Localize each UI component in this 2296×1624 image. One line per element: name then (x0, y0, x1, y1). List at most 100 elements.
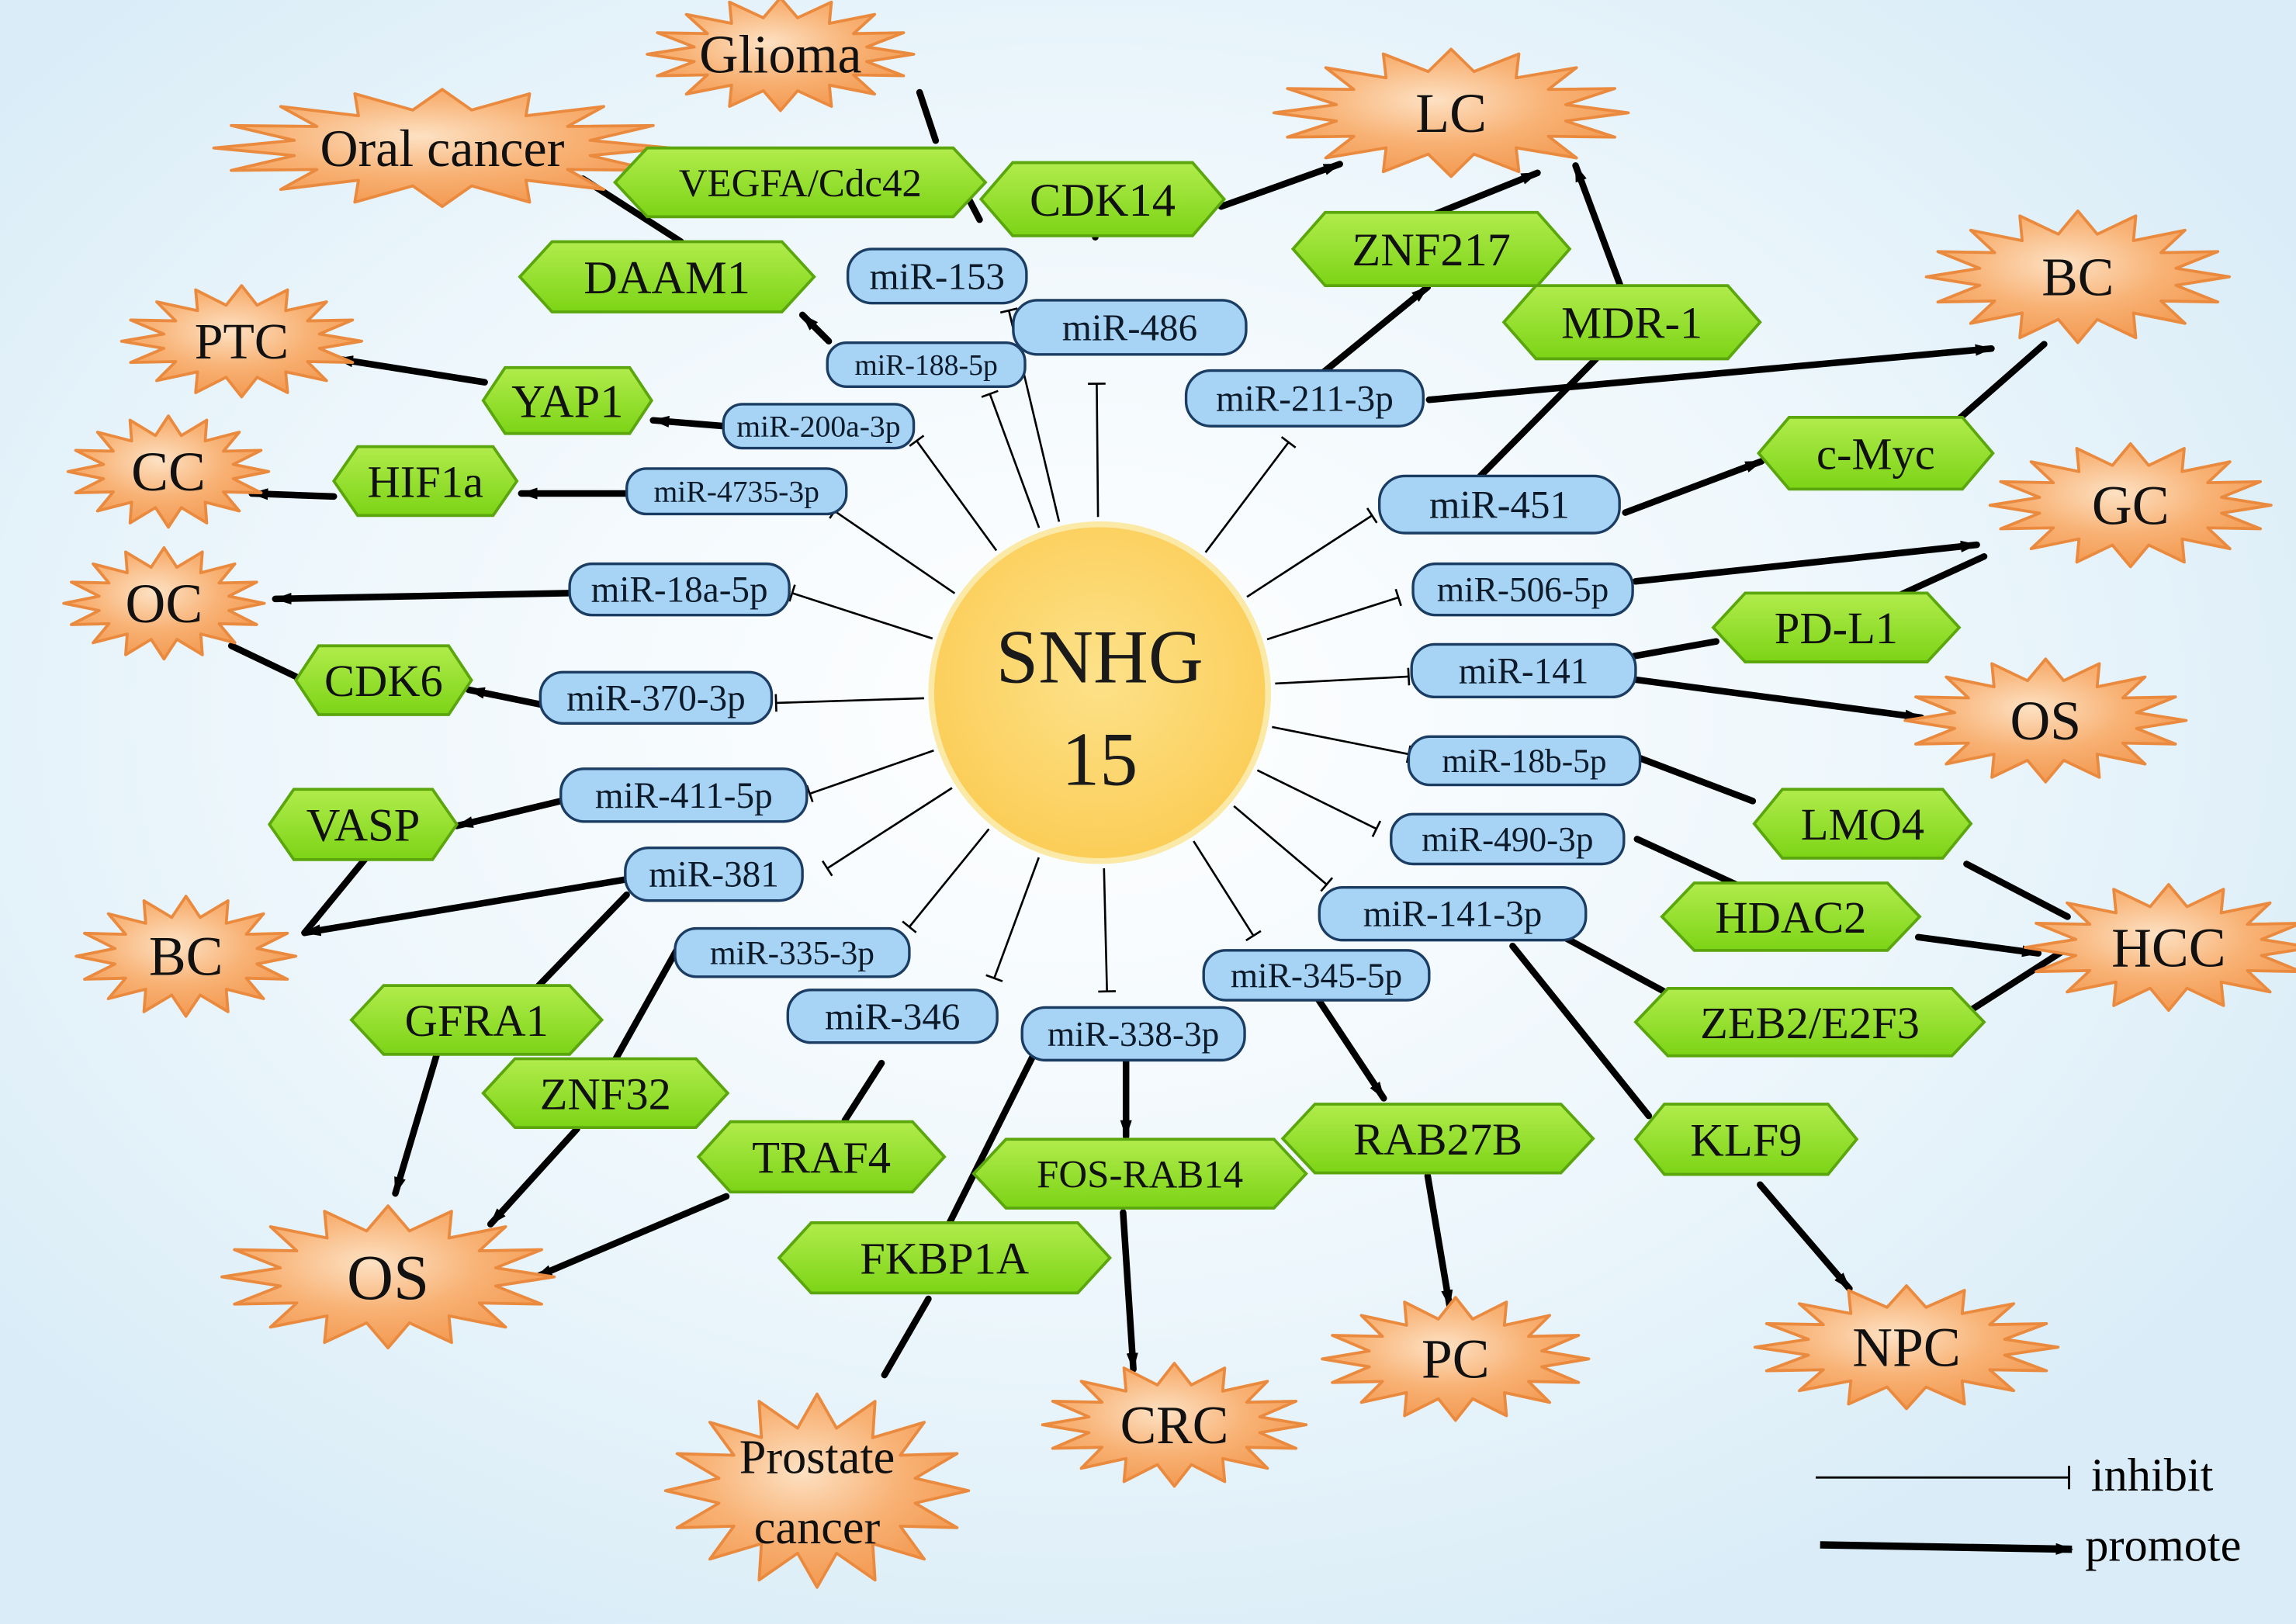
cancer-node-gc: GC (1988, 442, 2273, 569)
hexagon-shape (971, 1137, 1308, 1210)
hexagon-shape (613, 146, 988, 219)
promote-edge-36 (1633, 753, 1757, 805)
gene-node-gfra1: GFRA1 (349, 984, 604, 1056)
gene-label: RAB27B (1353, 1114, 1522, 1165)
mirna-label: miR-4735-3p (653, 475, 819, 509)
hexagon-shape (349, 984, 604, 1056)
hexagon-shape (1711, 591, 1962, 663)
promote-edge-22 (841, 1059, 885, 1124)
cancer-node-prostate: Prostate cancer (663, 1392, 971, 1589)
gene-label: ZNF217 (1352, 224, 1511, 276)
cancer-label-line1: Prostate (739, 1432, 895, 1484)
legend-promote-line (1820, 1541, 2074, 1555)
hexagon-shape (1633, 987, 1986, 1058)
mirna-label: miR-141-3p (1363, 895, 1543, 935)
inhibit-edge-m506 (1266, 596, 1399, 641)
legend-promote-label: promote (2085, 1520, 2241, 1572)
pill-shape (826, 341, 1027, 388)
center-label-line1: SNHG (996, 615, 1203, 699)
promote-edge-41 (1622, 458, 1765, 516)
mirna-node-m335: miR-335-3p (674, 926, 911, 978)
inhibit-edge-m490 (1256, 769, 1377, 830)
mirna-label: miR-345-5p (1231, 956, 1402, 995)
cancer-label: PTC (195, 313, 289, 370)
promote-edge-29 (1509, 942, 1653, 1120)
mirna-label: miR-506-5p (1437, 570, 1609, 609)
center-circle (928, 521, 1272, 864)
mirna-node-m1413p: miR-141-3p (1318, 885, 1588, 942)
starburst-shape (1903, 657, 2188, 784)
inhibit-edge-m338 (1103, 868, 1108, 992)
gene-node-fosrab14: FOS-RAB14 (971, 1137, 1308, 1210)
pill-shape (1407, 735, 1642, 787)
promote-edge-32 (1960, 948, 2066, 1019)
gene-label: ZNF32 (540, 1068, 671, 1119)
inhibit-bar-m338 (1098, 990, 1117, 993)
mirna-label: miR-381 (649, 855, 779, 895)
inhibit-bar-m490 (1371, 820, 1382, 837)
pill-shape (568, 562, 791, 617)
gene-node-pdl1: PD-L1 (1711, 591, 1962, 663)
mirna-node-m141: miR-141 (1410, 642, 1637, 699)
cancer-node-ptc: PTC (119, 284, 364, 399)
gene-node-cmyc: c-Myc (1756, 416, 1995, 491)
inhibit-bar-m370 (774, 694, 777, 712)
hexagon-shape (481, 365, 654, 435)
cancer-label: Oral cancer (320, 119, 564, 178)
starburst-shape (1041, 1362, 1308, 1488)
gene-node-cdk14: CDK14 (978, 161, 1227, 237)
pill-shape (625, 467, 848, 516)
pill-shape (1184, 369, 1425, 428)
gene-label: CDK6 (324, 656, 443, 706)
promote-edge-33 (1914, 933, 2042, 957)
mirna-node-m490: miR-490-3p (1390, 812, 1626, 866)
mirna-node-m188: miR-188-5p (826, 341, 1027, 388)
inhibit-edge-m486 (1096, 383, 1100, 518)
promote-edge-26 (1120, 1209, 1138, 1373)
inhibit-bar-m200a (909, 435, 925, 447)
mirna-node-m370: miR-370-3p (539, 670, 774, 725)
gene-node-rab27b: RAB27B (1280, 1103, 1595, 1175)
inhibit-bar-m153 (999, 307, 1018, 314)
pill-shape (559, 767, 809, 823)
mirna-label: miR-141 (1459, 651, 1589, 691)
mirna-label: miR-338-3p (1048, 1015, 1219, 1054)
promote-edge-6 (798, 311, 833, 345)
promote-edge-45 (1429, 169, 1541, 219)
inhibit-edge-m4735 (833, 510, 956, 594)
gene-node-daam1: DAAM1 (518, 240, 816, 313)
promote-edge-35 (1633, 836, 1746, 891)
pill-shape (1202, 949, 1431, 1002)
inhibit-edge-m345 (1193, 840, 1255, 937)
inhibit-edge-m1413p (1233, 805, 1328, 885)
inhibit-bar-m188 (981, 390, 999, 398)
cancer-label: Glioma (699, 26, 861, 85)
promote-edge-17 (535, 891, 630, 989)
inhibit-edge-m370 (776, 697, 924, 705)
promote-edge-21 (532, 1193, 730, 1280)
cancer-label-line2: cancer (754, 1501, 881, 1554)
gene-label: TRAF4 (752, 1132, 891, 1183)
gene-label: VEGFA/Cdc42 (679, 162, 922, 206)
inhibit-edge-m381 (826, 787, 953, 870)
cancer-node-lc: LC (1272, 47, 1630, 178)
mirna-node-m451: miR-451 (1377, 474, 1621, 535)
pill-shape (846, 248, 1028, 305)
gene-node-cdk6: CDK6 (293, 644, 473, 716)
pill-shape (786, 989, 999, 1044)
pill-shape (1410, 642, 1637, 699)
gene-node-vasp: VASP (267, 788, 459, 861)
starburst-shape (220, 1204, 556, 1350)
gene-node-hif1a: HIF1a (331, 445, 519, 518)
promote-edge-11 (272, 590, 573, 605)
starburst-shape (74, 895, 298, 1018)
mirna-label: miR-346 (825, 995, 960, 1037)
starburst-shape (1321, 1296, 1591, 1422)
hexagon-shape (518, 240, 816, 313)
gene-node-vegfa: VEGFA/Cdc42 (613, 146, 988, 219)
inhibit-edge-m18b (1272, 725, 1409, 756)
cancer-label: CRC (1120, 1396, 1229, 1456)
cancer-node-bc-left: BC (74, 895, 298, 1018)
starburst-shape (1753, 1284, 2060, 1411)
